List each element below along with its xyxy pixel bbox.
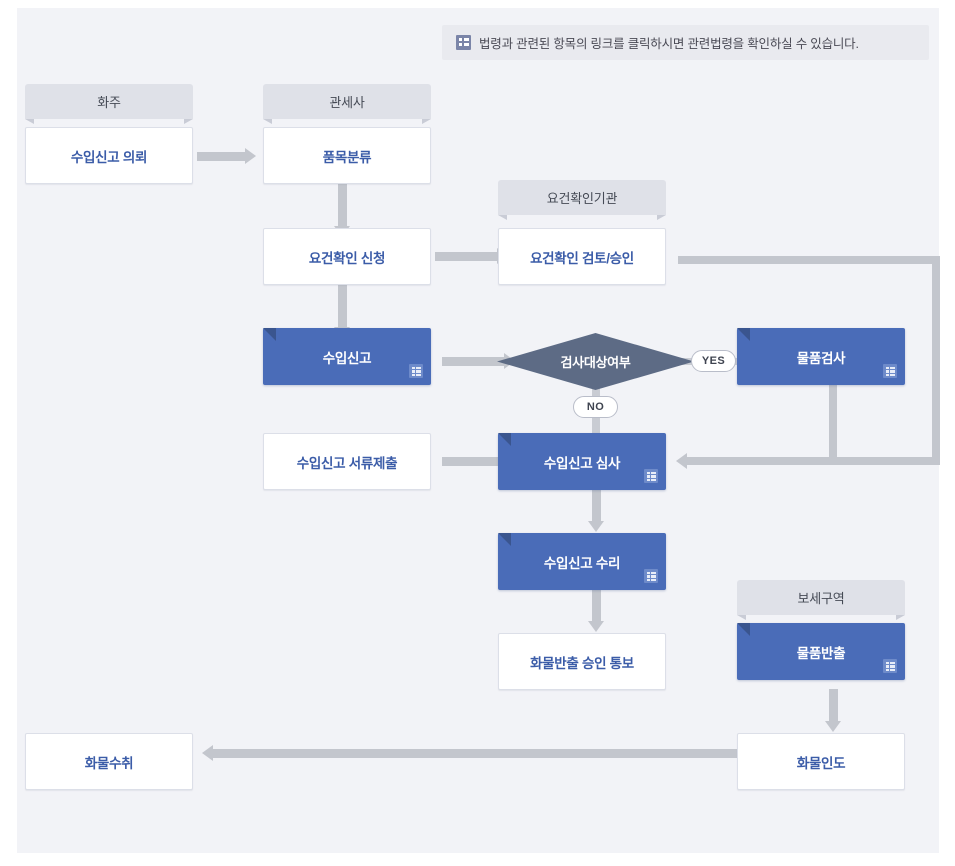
- legal-notice-bar: 법령과 관련된 항목의 링크를 클릭하시면 관련법령을 확인하실 수 있습니다.: [442, 25, 929, 60]
- node-declaration-acceptance[interactable]: 수입신고 수리: [498, 533, 666, 590]
- connector-requirement-application-to-declaration: [338, 285, 347, 327]
- decision-label-no: NO: [573, 396, 618, 418]
- node-label: 물품반출: [796, 645, 846, 661]
- arrowhead-down: [588, 521, 604, 532]
- arrowhead-down: [588, 621, 604, 632]
- node-import-declaration[interactable]: 수입신고: [263, 328, 431, 385]
- lane-header-bonded-label: 보세구역: [797, 591, 845, 606]
- diamond-shape: [497, 333, 694, 390]
- law-link-icon[interactable]: [883, 659, 897, 673]
- node-cargo-receipt[interactable]: 화물수취: [25, 733, 193, 790]
- node-label: 화물수취: [84, 755, 134, 771]
- node-label: 수입신고: [322, 350, 372, 366]
- node-label: 수입신고 수리: [543, 555, 621, 571]
- arrowhead-right: [245, 148, 256, 164]
- connector-requirement-application-to-review: [435, 252, 497, 261]
- law-link-icon[interactable]: [883, 364, 897, 378]
- connector-review-rail-top: [678, 256, 940, 264]
- connector-classification-to-requirement-application: [338, 184, 347, 226]
- node-document-submission[interactable]: 수입신고 서류제출: [263, 433, 431, 490]
- node-requirement-review[interactable]: 요건확인 검토/승인: [498, 228, 666, 285]
- connector-decision-no-bottom: [592, 418, 600, 442]
- node-label: 요건확인 검토/승인: [530, 250, 634, 266]
- connector-request-to-classification: [197, 152, 245, 161]
- arrowhead-down: [825, 721, 841, 732]
- grid-icon: [456, 35, 471, 50]
- node-goods-release[interactable]: 물품반출: [737, 623, 905, 680]
- connector-decision-no-top: [592, 384, 600, 398]
- decision-label-yes: YES: [691, 350, 736, 372]
- node-release-approval-notice[interactable]: 화물반출 승인 통보: [498, 633, 666, 690]
- node-label: 품목분류: [322, 149, 372, 165]
- node-label: 화물반출 승인 통보: [530, 655, 634, 671]
- lane-header-shipper: 화주: [25, 84, 193, 124]
- lane-header-shipper-label: 화주: [97, 95, 121, 110]
- connector-review-rail-bottom: [687, 457, 940, 465]
- node-cargo-delivery[interactable]: 화물인도: [737, 733, 905, 790]
- node-requirement-application[interactable]: 요건확인 신청: [263, 228, 431, 285]
- node-goods-inspection[interactable]: 물품검사: [737, 328, 905, 385]
- node-item-classification[interactable]: 품목분류: [263, 127, 431, 184]
- node-label: 검사대상여부: [560, 355, 631, 370]
- flowchart-canvas: 법령과 관련된 항목의 링크를 클릭하시면 관련법령을 확인하실 수 있습니다.…: [17, 8, 940, 853]
- law-link-icon[interactable]: [409, 364, 423, 378]
- yes-text: YES: [701, 355, 726, 367]
- lane-header-agency: 요건확인기관: [498, 180, 666, 220]
- connector-document-to-examination: [442, 457, 504, 466]
- connector-inspection-to-rail: [829, 385, 837, 461]
- law-link-icon[interactable]: [644, 469, 658, 483]
- legal-notice-text: 법령과 관련된 항목의 링크를 클릭하시면 관련법령을 확인하실 수 있습니다.: [479, 37, 859, 51]
- connector-review-rail-right: [932, 256, 940, 464]
- lane-header-broker: 관세사: [263, 84, 431, 124]
- node-declaration-examination[interactable]: 수입신고 심사: [498, 433, 666, 490]
- arrowhead-left: [202, 745, 213, 761]
- node-label: 수입신고 의뢰: [70, 149, 148, 165]
- law-link-icon[interactable]: [644, 569, 658, 583]
- connector-delivery-to-receipt: [213, 749, 753, 758]
- connector-acceptance-to-release-notice: [592, 589, 601, 621]
- node-inspection-target[interactable]: 검사대상여부: [497, 333, 694, 390]
- node-import-declaration-request[interactable]: 수입신고 의뢰: [25, 127, 193, 184]
- node-label: 화물인도: [796, 755, 846, 771]
- lane-header-broker-label: 관세사: [329, 95, 365, 110]
- node-label: 물품검사: [796, 350, 846, 366]
- arrowhead-left: [676, 453, 687, 469]
- lane-header-bonded: 보세구역: [737, 580, 905, 620]
- node-label: 수입신고 서류제출: [296, 455, 398, 471]
- no-text: NO: [586, 401, 605, 413]
- node-label: 요건확인 신청: [308, 250, 386, 266]
- node-label: 수입신고 심사: [543, 455, 621, 471]
- lane-header-agency-label: 요건확인기관: [546, 191, 618, 206]
- connector-release-to-delivery: [829, 689, 838, 721]
- connector-declaration-to-decision: [442, 357, 504, 366]
- connector-examination-to-acceptance: [592, 489, 601, 521]
